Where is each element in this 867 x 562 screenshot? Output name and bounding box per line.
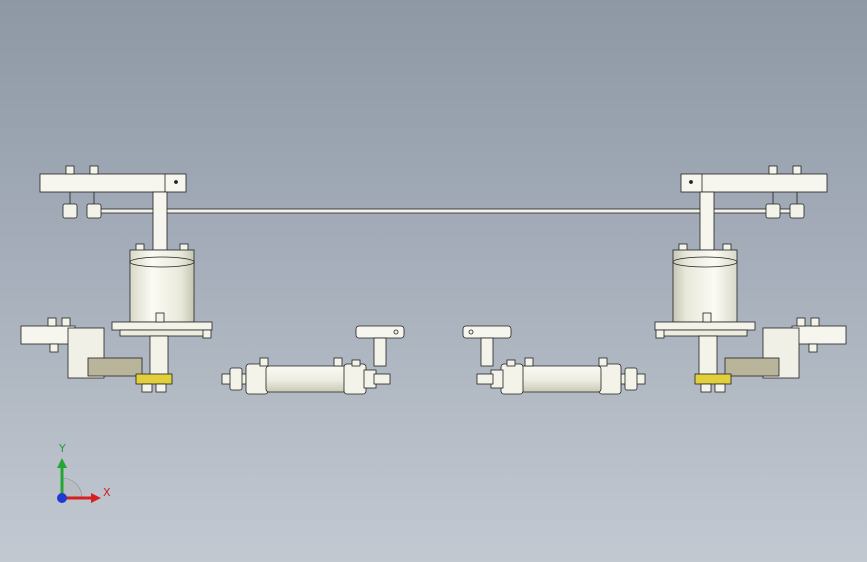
left-sleeve [87,357,143,377]
x-axis-label: X [103,486,111,499]
right-top-beam [680,173,828,193]
left-cylinder[interactable] [221,325,405,395]
right-cylinder[interactable] [462,325,646,395]
right-brass-fitting [694,373,732,385]
orientation-triad[interactable] [48,440,118,510]
left-drum [129,249,195,323]
left-rotary-assembly[interactable] [20,165,213,393]
z-axis-dot [57,493,67,503]
right-drum [672,249,738,323]
left-top-beam [39,173,187,193]
right-rotary-assembly[interactable] [654,165,847,393]
tie-rod[interactable] [99,208,801,214]
right-cylinder-barrel [520,365,602,393]
y-axis-label: Y [59,442,66,455]
left-brass-fitting [135,373,173,385]
left-cylinder-barrel [265,365,347,393]
right-sleeve [724,357,780,377]
